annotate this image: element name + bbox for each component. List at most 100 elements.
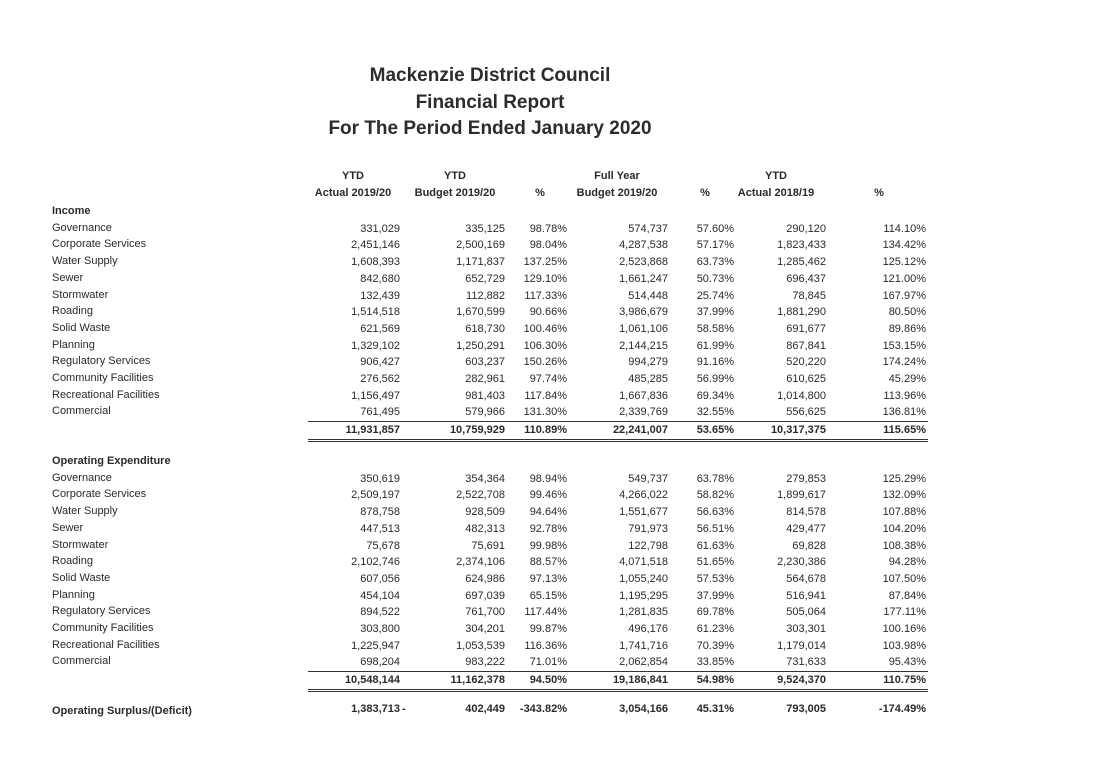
cell-value: 1,195,295 [619, 589, 668, 602]
cell-value: 112,882 [466, 289, 505, 302]
surplus-dash: - [402, 703, 406, 715]
cell-value: 429,477 [786, 522, 826, 535]
row-label: Water Supply [52, 255, 118, 268]
cell-value: 2,374,106 [456, 556, 505, 569]
cell-value: 618,730 [465, 322, 505, 335]
cell-value: 91.16% [696, 356, 734, 369]
cell-value: 1,329,102 [351, 339, 400, 352]
cell-value: 58.58% [696, 322, 734, 335]
cell-value: 88.57% [529, 556, 567, 569]
cell-value: 1,156,497 [351, 389, 400, 402]
total-value: 115.65% [883, 424, 926, 437]
cell-value: 1,179,014 [777, 639, 826, 652]
total-value: 19,186,841 [612, 674, 668, 687]
cell-value: 69.78% [696, 606, 734, 619]
cell-value: 71.01% [529, 656, 567, 669]
cell-value: 99.98% [529, 539, 567, 552]
cell-value: 3,986,679 [619, 306, 668, 319]
total-double-rule [308, 438, 928, 442]
row-label: Roading [52, 305, 93, 318]
row-label: Commercial [52, 655, 111, 668]
cell-value: 80.50% [888, 306, 926, 319]
cell-value: 1,014,800 [777, 389, 826, 402]
cell-value: 691,677 [786, 322, 826, 335]
cell-value: 61.99% [696, 339, 734, 352]
cell-value: 98.04% [529, 239, 567, 252]
cell-value: 354,364 [465, 472, 505, 485]
cell-value: 496,176 [628, 623, 668, 635]
row-label: Planning [52, 338, 95, 351]
cell-value: 78,845 [792, 289, 826, 302]
cell-value: 117.84% [524, 389, 567, 402]
surplus-value: -174.49% [878, 703, 926, 715]
cell-value: 983,222 [465, 656, 505, 669]
cell-value: 2,509,197 [351, 489, 400, 502]
row-label: Commercial [52, 405, 111, 418]
row-label: Roading [52, 555, 93, 568]
cell-value: 63.78% [696, 472, 734, 485]
cell-value: 61.63% [696, 539, 734, 552]
cell-value: 132,439 [360, 289, 400, 302]
cell-value: 331,029 [360, 222, 400, 235]
cell-value: 505,064 [786, 606, 826, 619]
row-label: Community Facilities [52, 372, 154, 384]
cell-value: 56.51% [696, 522, 734, 535]
cell-value: 652,729 [465, 272, 505, 285]
cell-value: 697,039 [465, 589, 505, 602]
cell-value: 696,437 [786, 272, 826, 285]
cell-value: 37.99% [696, 306, 734, 319]
cell-value: 454,104 [360, 589, 400, 602]
cell-value: 125.29% [882, 472, 926, 485]
cell-value: 1,514,518 [351, 306, 400, 319]
cell-value: 485,285 [628, 373, 668, 385]
cell-value: 25.74% [696, 289, 734, 302]
surplus-value: 402,449 [465, 703, 505, 715]
row-label: Stormwater [52, 538, 109, 551]
cell-value: 731,633 [786, 656, 826, 669]
cell-value: 1,608,393 [351, 256, 400, 269]
total-value: 53.65% [696, 424, 734, 437]
cell-value: 994,279 [628, 356, 668, 369]
total-value: 9,524,370 [777, 674, 826, 687]
cell-value: 1,881,290 [777, 306, 826, 319]
cell-value: 303,301 [786, 623, 826, 635]
cell-value: 1,661,247 [619, 272, 668, 285]
section-heading: Income [52, 205, 91, 217]
cell-value: 350,619 [360, 472, 400, 485]
surplus-label: Operating Surplus/(Deficit) [52, 705, 192, 717]
row-label: Community Facilities [52, 622, 154, 634]
cell-value: 97.13% [529, 572, 567, 585]
surplus-value: 45.31% [696, 703, 734, 715]
cell-value: 99.46% [529, 489, 567, 502]
cell-value: 107.88% [882, 506, 926, 519]
column-header-line2: Actual 2018/19 [737, 187, 815, 199]
cell-value: 761,700 [465, 606, 505, 619]
cell-value: 878,758 [360, 506, 400, 519]
cell-value: 894,522 [360, 606, 400, 619]
cell-value: 131.30% [523, 406, 567, 419]
total-value: 22,241,007 [612, 424, 668, 437]
total-value: 110.89% [524, 424, 567, 437]
cell-value: 65.15% [529, 589, 567, 602]
cell-value: 75,678 [366, 539, 400, 552]
cell-value: 1,285,462 [777, 256, 826, 269]
cell-value: 58.82% [696, 489, 734, 502]
cell-value: 57.60% [696, 222, 734, 235]
cell-value: 1,670,599 [456, 306, 505, 319]
cell-value: 94.64% [529, 506, 567, 519]
cell-value: 56.63% [696, 506, 734, 519]
section-heading: Operating Expenditure [52, 455, 171, 467]
cell-value: 69,828 [792, 539, 826, 552]
cell-value: 867,841 [786, 339, 826, 352]
cell-value: 90.66% [529, 306, 567, 319]
cell-value: 2,230,386 [777, 556, 826, 569]
cell-value: 57.17% [696, 239, 734, 252]
cell-value: 1,823,433 [777, 239, 826, 252]
cell-value: 303,800 [360, 623, 400, 635]
column-header-line1: YTD [765, 170, 787, 182]
cell-value: 89.86% [888, 322, 926, 335]
cell-value: 51.65% [696, 556, 734, 569]
cell-value: 37.99% [696, 589, 734, 602]
title-report: Financial Report [415, 92, 565, 113]
surplus-value: 3,054,166 [619, 703, 668, 715]
